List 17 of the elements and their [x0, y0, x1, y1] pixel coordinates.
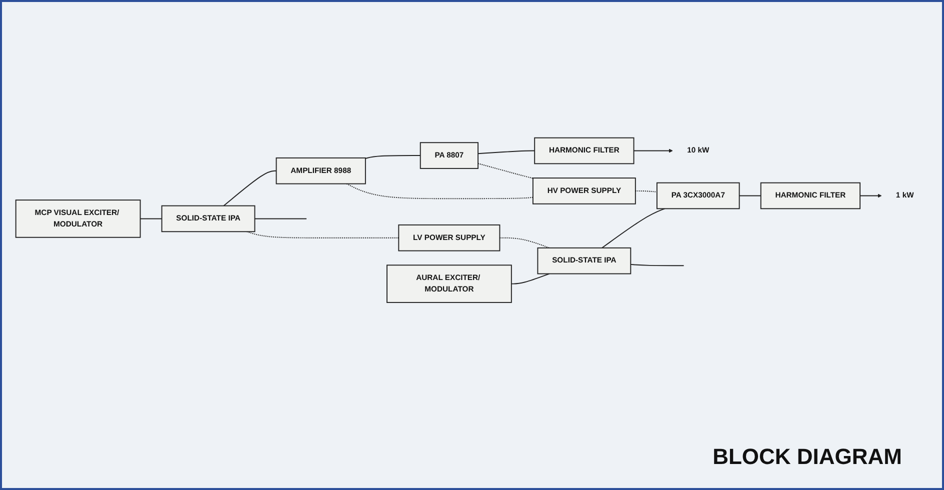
connector — [478, 150, 536, 154]
connector — [499, 237, 550, 248]
diagram-title: BLOCK DIAGRAM — [712, 444, 902, 470]
connector — [346, 183, 534, 199]
connector — [478, 162, 534, 179]
connector — [140, 218, 162, 220]
connector — [738, 195, 762, 196]
connector — [630, 264, 684, 266]
connector — [602, 208, 666, 248]
connector — [510, 273, 550, 284]
arrow — [860, 193, 882, 198]
connector — [364, 154, 421, 159]
connector — [223, 170, 277, 206]
connector — [634, 190, 658, 192]
arrow — [633, 148, 673, 153]
connector — [246, 231, 400, 238]
connector — [254, 218, 307, 220]
